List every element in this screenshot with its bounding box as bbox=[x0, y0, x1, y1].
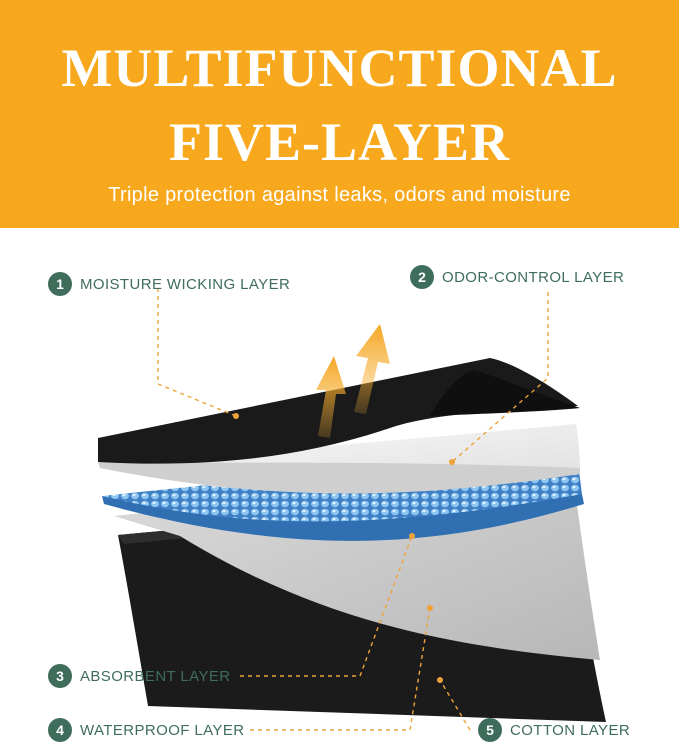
layer-diagram bbox=[98, 288, 606, 731]
leader-line-5 bbox=[439, 679, 471, 731]
leader-dot-1 bbox=[233, 413, 239, 419]
callout-odor-control: 2 ODOR-CONTROL LAYER bbox=[410, 263, 624, 291]
leader-dot-3 bbox=[409, 533, 415, 539]
leader-line-4 bbox=[250, 607, 431, 731]
callout-label-1: MOISTURE WICKING LAYER bbox=[80, 275, 291, 293]
number-badge-1: 1 bbox=[48, 272, 72, 296]
number-badge-5: 5 bbox=[478, 718, 502, 742]
header-banner: MULTIFUNCTIONAL FIVE-LAYER Triple protec… bbox=[0, 0, 679, 228]
callout-label-3: ABSORBENT LAYER bbox=[80, 667, 231, 685]
leader-dot-4 bbox=[427, 605, 433, 611]
upward-arrow-icon bbox=[316, 356, 346, 438]
callout-label-2: ODOR-CONTROL LAYER bbox=[442, 268, 625, 286]
callout-absorbent: 3 ABSORBENT LAYER bbox=[48, 662, 231, 690]
leader-line-1 bbox=[157, 288, 237, 417]
callout-waterproof: 4 WATERPROOF LAYER bbox=[48, 716, 244, 744]
number-badge-3: 3 bbox=[48, 664, 72, 688]
page-subtitle: Triple protection against leaks, odors a… bbox=[108, 184, 571, 206]
number-badge-4: 4 bbox=[48, 718, 72, 742]
leader-dot-5 bbox=[437, 677, 443, 683]
callout-moisture-wicking: 1 MOISTURE WICKING LAYER bbox=[48, 270, 290, 298]
peeled-corner-shape bbox=[430, 370, 580, 416]
callout-label-4: WATERPROOF LAYER bbox=[80, 721, 245, 739]
leader-line-2 bbox=[451, 292, 549, 463]
page-title-line1: MULTIFUNCTIONAL bbox=[61, 38, 618, 98]
leader-dot-2 bbox=[449, 459, 455, 465]
number-badge-2: 2 bbox=[410, 265, 434, 289]
leader-line-3 bbox=[240, 535, 413, 677]
upward-arrow-icon bbox=[354, 324, 390, 414]
callout-label-5: COTTON LAYER bbox=[510, 721, 631, 739]
page-title-line2: FIVE-LAYER bbox=[168, 112, 511, 172]
callout-cotton: 5 COTTON LAYER bbox=[478, 716, 630, 744]
